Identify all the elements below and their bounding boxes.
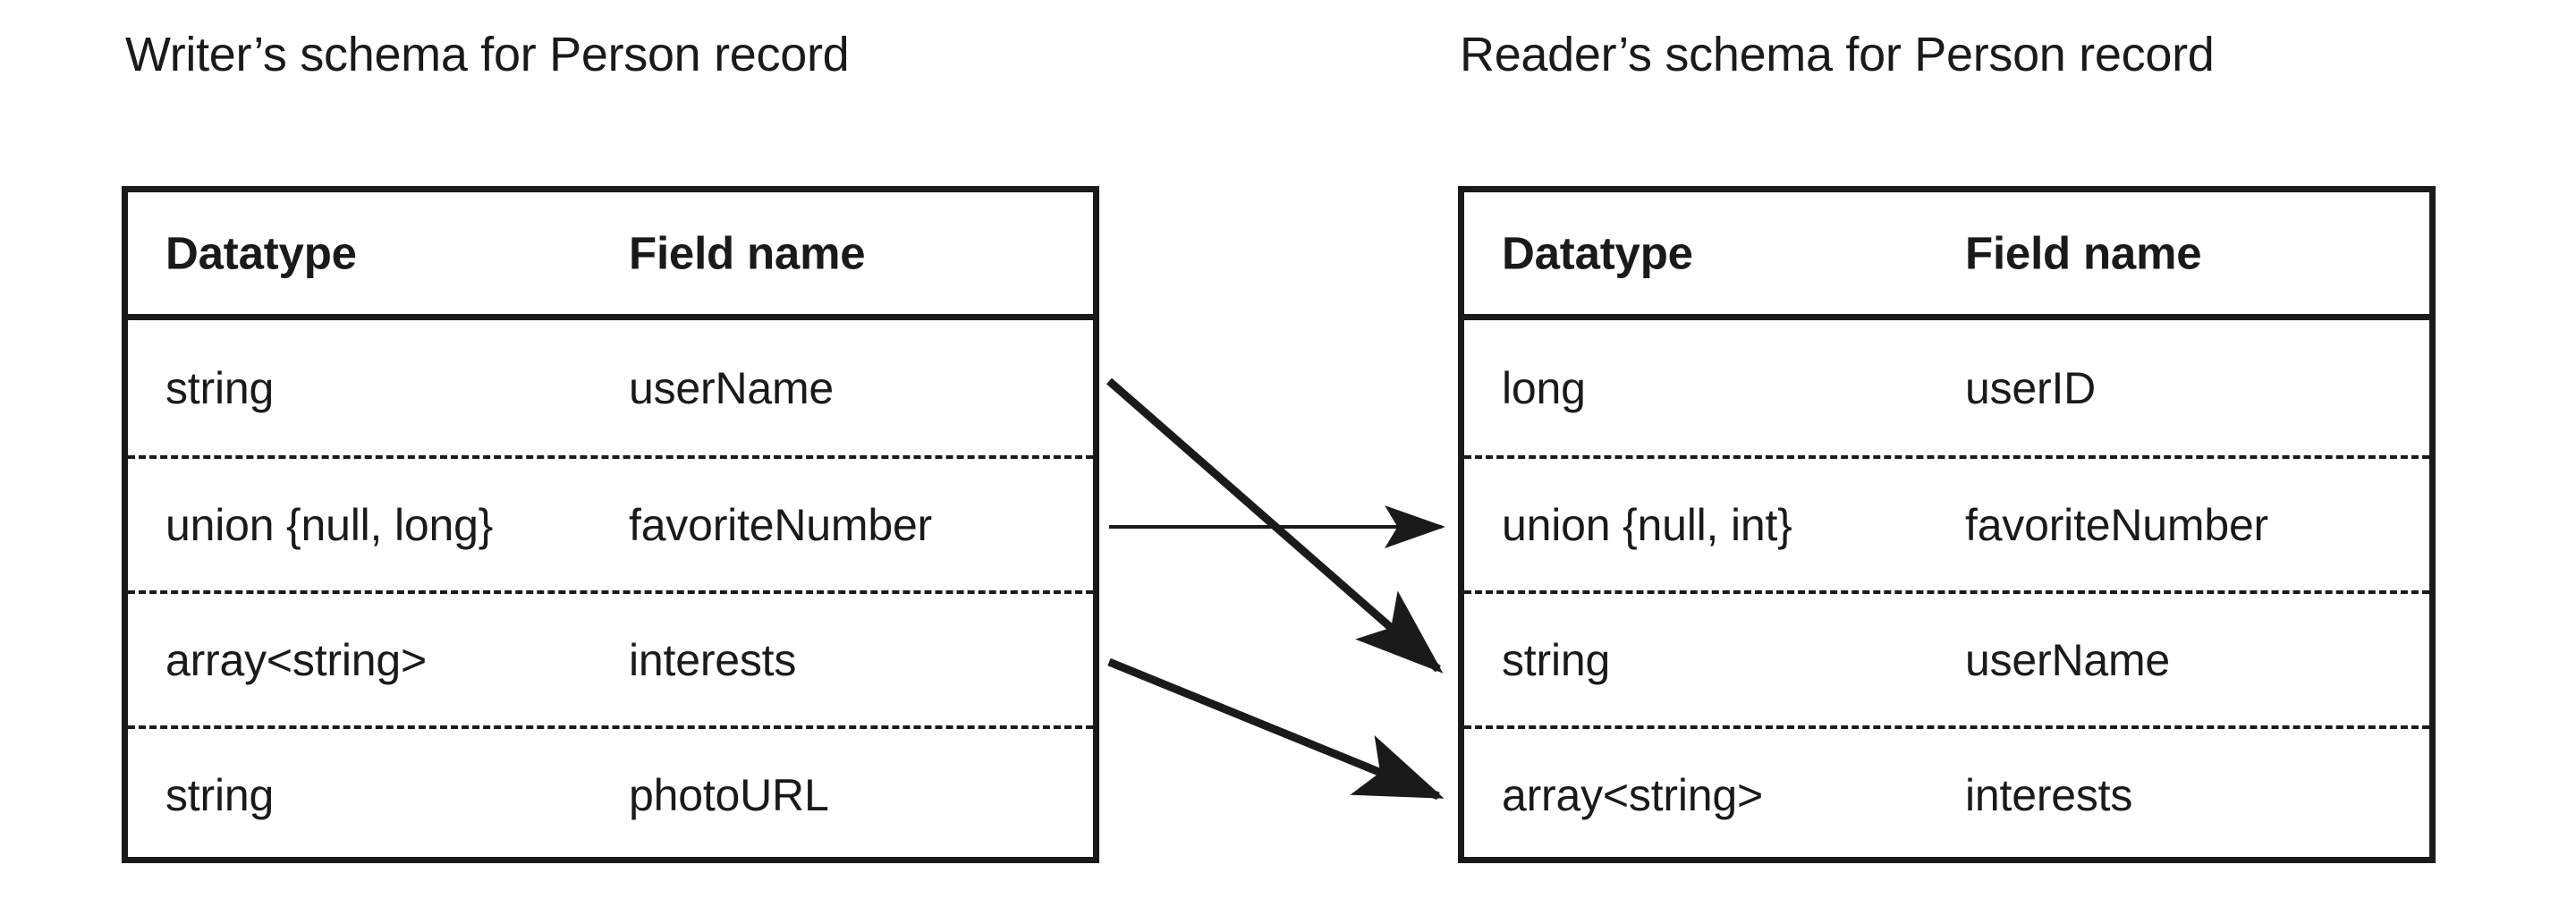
table-row: array<string> interests	[128, 590, 1093, 725]
table-row: string photoURL	[128, 725, 1093, 860]
reader-row0-field: userID	[1965, 362, 2097, 413]
reader-header-datatype: Datatype	[1502, 227, 1693, 279]
reader-schema-table: Datatype Field name long userID union {n…	[1458, 186, 2436, 863]
writer-row3-datatype: string	[165, 769, 275, 820]
writer-row3-field: photoURL	[629, 769, 829, 820]
table-row: union {null, long} favoriteNumber	[128, 455, 1093, 590]
writer-schema-title: Writer’s schema for Person record	[125, 28, 850, 81]
reader-header-field-name: Field name	[1965, 227, 2202, 279]
reader-table-header-row: Datatype Field name	[1464, 192, 2429, 320]
writer-row0-datatype: string	[165, 362, 275, 413]
mapping-arrow-username	[1106, 377, 1444, 674]
table-row: union {null, int} favoriteNumber	[1464, 455, 2429, 590]
writer-header-field-name: Field name	[629, 227, 866, 279]
table-row: string userName	[1464, 590, 2429, 725]
writer-table-header-row: Datatype Field name	[128, 192, 1093, 320]
reader-row0-datatype: long	[1502, 362, 1586, 413]
writer-row0-field: userName	[629, 362, 835, 413]
writer-row1-datatype: union {null, long}	[165, 499, 494, 550]
reader-row2-datatype: string	[1502, 634, 1611, 685]
writer-schema-table: Datatype Field name string userName unio…	[122, 186, 1099, 863]
reader-schema-title: Reader’s schema for Person record	[1460, 28, 2215, 81]
reader-row3-datatype: array<string>	[1502, 769, 1763, 820]
writer-row1-field: favoriteNumber	[629, 499, 932, 550]
writer-row2-field: interests	[629, 634, 797, 685]
mapping-arrow-interests	[1107, 657, 1445, 801]
reader-row1-field: favoriteNumber	[1965, 499, 2268, 550]
table-row: array<string> interests	[1464, 725, 2429, 860]
writer-header-datatype: Datatype	[165, 227, 357, 279]
reader-row3-field: interests	[1965, 769, 2133, 820]
reader-row1-datatype: union {null, int}	[1502, 499, 1792, 550]
writer-table-body: string userName union {null, long} favor…	[128, 320, 1093, 860]
reader-row2-field: userName	[1965, 634, 2171, 685]
writer-row2-datatype: array<string>	[165, 634, 427, 685]
table-row: string userName	[128, 320, 1093, 455]
reader-table-body: long userID union {null, int} favoriteNu…	[1464, 320, 2429, 860]
table-row: long userID	[1464, 320, 2429, 455]
